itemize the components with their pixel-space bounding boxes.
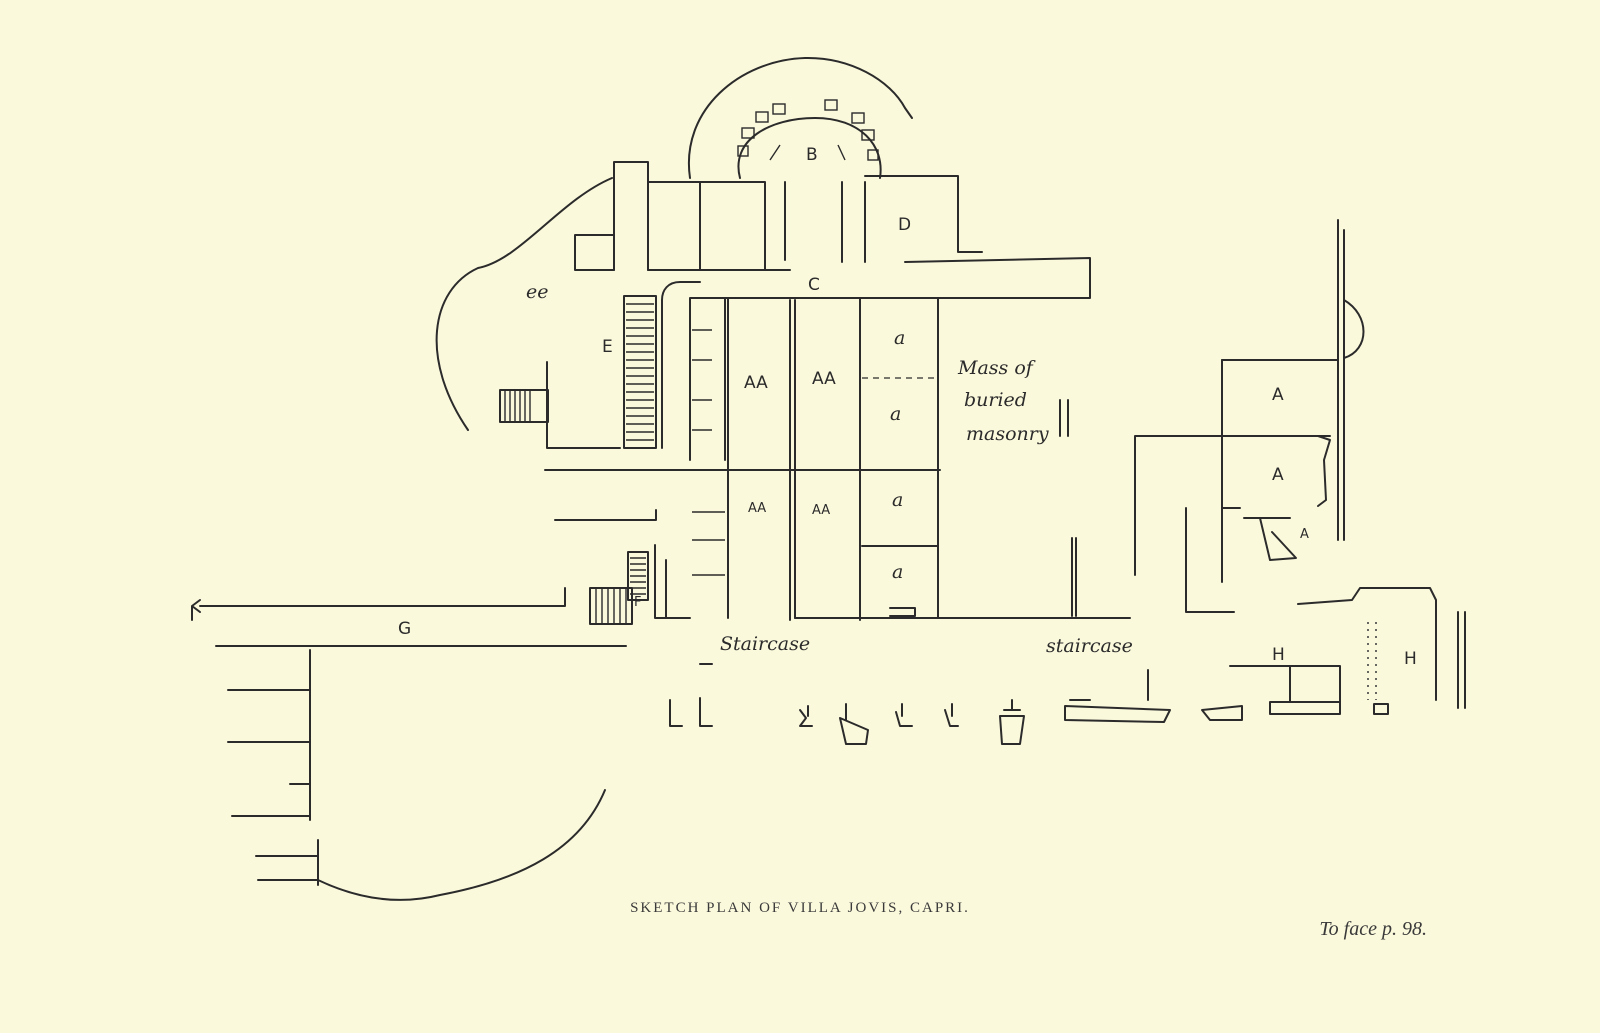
label-b: B: [806, 145, 818, 165]
label-c: C: [808, 275, 820, 295]
southwest-enclosure: [227, 649, 606, 901]
central-rooms: [544, 297, 1131, 621]
label-aa-3: AA: [748, 501, 766, 516]
label-upper-a-1: A: [1272, 385, 1284, 405]
staircase-e: [623, 295, 657, 449]
east-wing: [1071, 219, 1466, 709]
label-mass-line1: Mass of: [957, 357, 1036, 379]
label-aa-2: AA: [812, 369, 836, 389]
label-upper-a-2: A: [1272, 465, 1284, 485]
label-staircase-west: Staircase: [720, 633, 810, 655]
label-staircase-east: staircase: [1046, 635, 1133, 657]
upper-rooms: [574, 161, 1091, 449]
label-a-4: a: [892, 561, 903, 583]
label-a-2: a: [890, 403, 901, 425]
label-e: E: [602, 337, 613, 357]
label-mass-line2: buried: [964, 389, 1027, 411]
label-aa-4: AA: [812, 503, 830, 518]
label-upper-a-3: A: [1300, 527, 1309, 542]
label-f: F: [634, 595, 641, 610]
label-aa-1: AA: [744, 373, 768, 393]
label-h-1: H: [1272, 645, 1285, 665]
label-a-3: a: [892, 489, 903, 511]
label-h-2: H: [1404, 649, 1417, 669]
label-g: G: [398, 619, 411, 639]
apse-b: [687, 56, 913, 179]
small-stair-west: [499, 389, 549, 423]
label-mass-line3: masonry: [966, 423, 1049, 445]
page-reference: To face p. 98.: [1319, 918, 1427, 940]
label-a-1: a: [894, 327, 905, 349]
south-piers: [669, 622, 1389, 745]
west-curve: [435, 177, 621, 449]
label-ee: ee: [526, 281, 549, 303]
label-d: D: [898, 215, 911, 235]
lower-west-block: [191, 509, 691, 647]
plate-caption: SKETCH PLAN OF VILLA JOVIS, CAPRI.: [630, 900, 970, 916]
plan-labels: B C D E ee F G AA AA AA AA a a a a A A A…: [398, 145, 1417, 669]
